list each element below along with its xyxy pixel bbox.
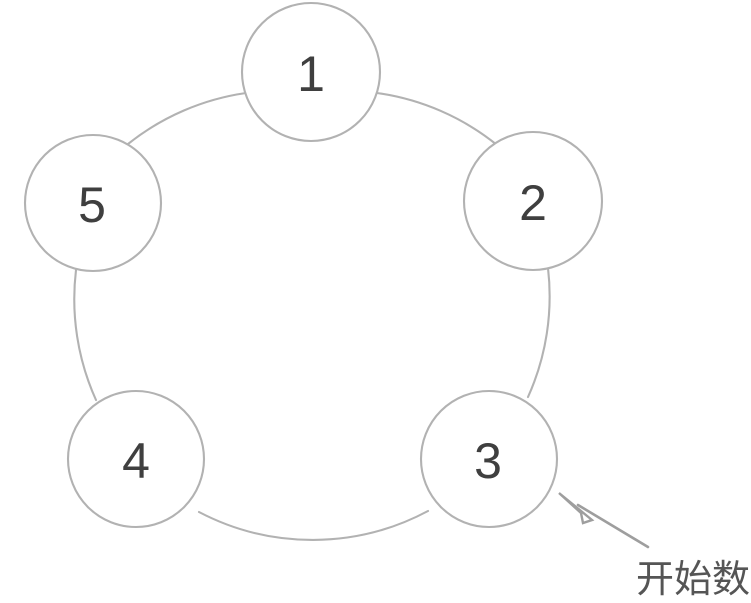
node-3[interactable]: 3: [419, 389, 559, 529]
node-5-circle[interactable]: [23, 133, 163, 273]
node-3-label: 3: [474, 433, 502, 489]
edge-2-3: [526, 266, 551, 399]
edge-group: [73, 91, 551, 541]
node-2-label: 2: [519, 175, 547, 231]
node-group: 1 2 3 4 5: [23, 1, 604, 529]
node-2-circle[interactable]: [462, 130, 604, 272]
node-4-circle[interactable]: [66, 389, 206, 529]
start-arrow-head-icon: [558, 492, 595, 525]
edge-3-4: [197, 509, 430, 541]
start-annotation: 开始数: [558, 492, 750, 601]
node-4-label: 4: [122, 433, 150, 489]
node-4[interactable]: 4: [66, 389, 206, 529]
start-arrow-shaft: [576, 503, 650, 549]
node-1-circle[interactable]: [240, 1, 382, 143]
node-1[interactable]: 1: [240, 1, 382, 143]
node-1-label: 1: [297, 46, 325, 102]
node-3-circle[interactable]: [419, 389, 559, 529]
edge-5-1: [126, 91, 248, 146]
start-annotation-label: 开始数: [636, 557, 750, 601]
edge-4-5: [73, 268, 98, 402]
node-5[interactable]: 5: [23, 133, 163, 273]
node-2[interactable]: 2: [462, 130, 604, 272]
edge-1-2: [375, 91, 499, 147]
node-5-label: 5: [78, 177, 106, 233]
